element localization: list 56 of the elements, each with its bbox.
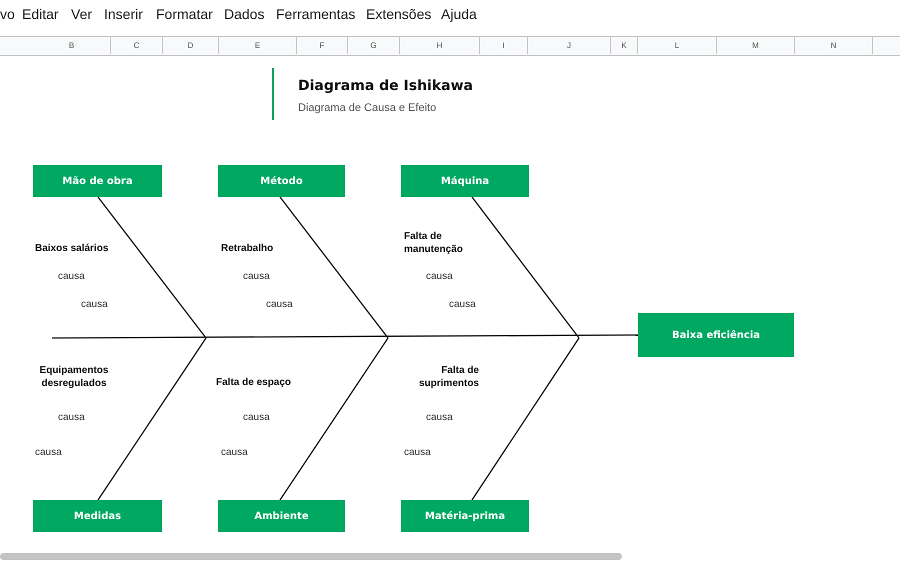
bone-line <box>97 338 207 500</box>
menu-item: Formatar <box>156 6 213 24</box>
cause-heading: Baixos salários <box>35 243 108 256</box>
menu-item: Dados <box>224 6 264 24</box>
category-box: Matéria-prima <box>401 500 529 532</box>
cause-text: causa <box>58 412 85 424</box>
column-header: M <box>717 36 795 54</box>
spine-line <box>52 334 638 339</box>
category-box: Mão de obra <box>33 165 162 197</box>
menu-item: Inserir <box>104 6 143 24</box>
cause-text: causa <box>35 447 62 460</box>
column-header: G <box>348 36 400 54</box>
category-box: Ambiente <box>218 500 345 532</box>
cause-text: causa <box>266 299 293 312</box>
column-header: B <box>33 36 111 54</box>
column-header: H <box>400 36 480 54</box>
subtitle: Diagrama de Causa e Efeito <box>298 102 436 116</box>
cause-heading: Falta de manutenção <box>404 231 464 256</box>
bone-line <box>471 338 580 500</box>
menu-item: vo <box>0 6 15 24</box>
category-box: Medidas <box>33 500 162 532</box>
column-header: E <box>219 36 297 54</box>
cause-text: causa <box>449 299 476 312</box>
column-header: K <box>611 36 638 54</box>
category-box: Método <box>218 165 345 197</box>
cause-text: causa <box>404 447 431 460</box>
menu-item: Editar <box>22 6 59 24</box>
menu-item: Ver <box>71 6 92 24</box>
column-header: C <box>111 36 163 54</box>
cause-heading: Retrabalho <box>221 243 274 256</box>
bone-line <box>97 196 207 338</box>
cause-heading: Equipamentos desregulados <box>38 365 110 390</box>
cause-text: causa <box>426 412 453 424</box>
category-box: Máquina <box>401 165 529 197</box>
column-header: D <box>163 36 219 54</box>
column-header: J <box>528 36 611 54</box>
cause-text: causa <box>243 271 270 284</box>
cause-heading: Falta de suprimentos <box>418 365 479 390</box>
menu-item: Ajuda <box>441 6 477 24</box>
cause-text: causa <box>426 271 453 284</box>
cause-text: causa <box>243 412 270 424</box>
cause-text: causa <box>81 299 108 312</box>
column-header: L <box>638 36 717 54</box>
cause-text: causa <box>221 447 248 460</box>
column-header: F <box>297 36 348 54</box>
cause-text: causa <box>58 271 85 284</box>
column-header: I <box>480 36 528 54</box>
bone-line <box>279 338 389 500</box>
title: Diagrama de Ishikawa <box>298 78 473 94</box>
menu-item: Extensões <box>366 6 432 24</box>
bone-line <box>471 196 580 338</box>
column-header: N <box>795 36 873 54</box>
menu-item: Ferramentas <box>276 6 356 24</box>
bone-line <box>279 196 389 338</box>
cause-heading: Falta de espaço <box>216 377 292 390</box>
effect-box: Baixa eficiência <box>638 313 794 357</box>
